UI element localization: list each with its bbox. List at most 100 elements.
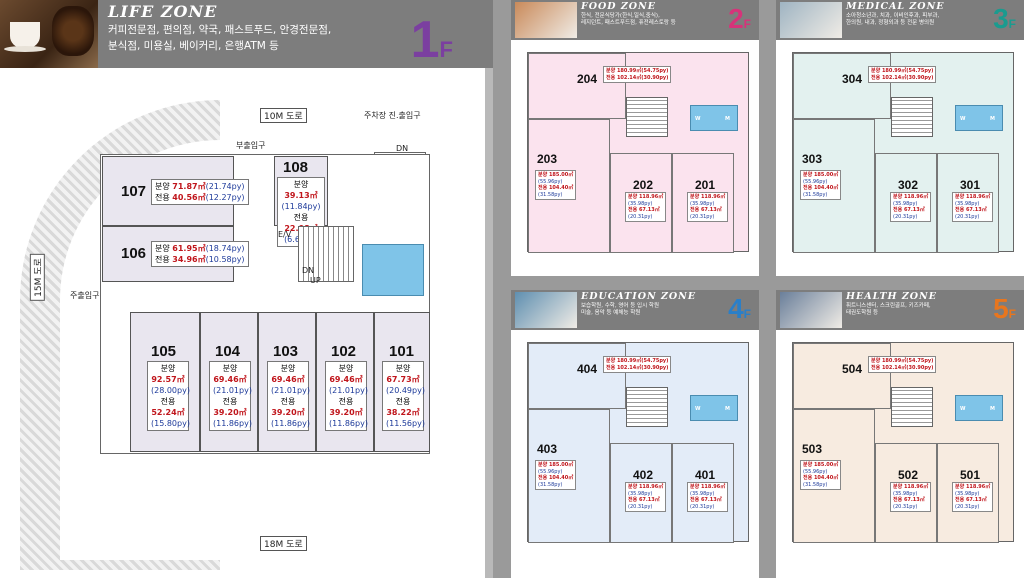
zone-title: HEALTH ZONE	[846, 291, 937, 302]
unit-info: 분양 180.99㎡(54.75py)전용 102.14㎡(30.90py)	[603, 66, 672, 83]
unit-105[interactable]: 105 분양 92.57㎡ (28.00py) 전용 52.24㎡ (15.80…	[130, 312, 200, 452]
unit-info: 분양 118.96㎡(35.98py)전용 67.13㎡(20.31py)	[890, 482, 932, 512]
unit-101-info: 분양 67.73㎡ (20.49py) 전용 38.22㎡ (11.56py)	[382, 361, 425, 431]
unit-info: 분양 185.00㎡(55.96py)전용 104.40㎡(31.58py)	[535, 170, 577, 200]
unit-103[interactable]: 103 분양 69.46㎡ (21.01py) 전용 39.20㎡ (11.86…	[258, 312, 316, 452]
main-entrance-label: 주출입구	[70, 291, 100, 300]
stair-core	[626, 387, 668, 427]
unit-104[interactable]: 104 분양 69.46㎡ (21.01py) 전용 39.20㎡ (11.86…	[200, 312, 258, 452]
parking-entrance-label: 주차장 진.출입구	[364, 111, 421, 120]
zone-title: FOOD ZONE	[581, 1, 656, 12]
zone-description: 커피전문점, 편의점, 약국, 패스트푸드, 안경전문점, 분식점, 미용실, …	[108, 24, 332, 53]
unit-106[interactable]: 106 분양 61.95㎡(18.74py) 전용 34.96㎡(10.58py…	[102, 226, 249, 282]
floor-number: 3F	[993, 3, 1016, 34]
zone-photo	[515, 2, 577, 38]
floor-1-panel: LIFE ZONE 커피전문점, 편의점, 약국, 패스트푸드, 안경전문점, …	[0, 0, 493, 578]
zone-photo	[780, 2, 842, 38]
unit-info: 분양 118.96㎡(35.98py)전용 67.13㎡(20.31py)	[890, 192, 932, 222]
unit-info: 분양 180.99㎡(54.75py)전용 102.14㎡(30.90py)	[868, 356, 937, 373]
unit-101[interactable]: 101 분양 67.73㎡ (20.49py) 전용 38.22㎡ (11.56…	[374, 312, 430, 452]
coffee-photo	[0, 0, 98, 68]
unit-info: 분양 118.96㎡(35.98py)전용 67.13㎡(20.31py)	[952, 192, 994, 222]
zone-title: LIFE ZONE	[108, 2, 218, 21]
zone-description: 소아청소년과, 치과, 이비인후과, 피부과,한의원, 내과, 정형외과 등 전…	[846, 13, 940, 27]
stair-up-label: UP	[310, 276, 321, 285]
restroom-area	[362, 244, 424, 296]
unit-108[interactable]: 108 분양 39.13㎡ (11.84py) 전용 22.08㎡ (6.68p…	[274, 156, 328, 247]
zone-title: MEDICAL ZONE	[846, 1, 945, 12]
stair-dn-label: DN	[302, 266, 315, 275]
unit-107[interactable]: 107 분양 71.87㎡(21.74py) 전용 40.56㎡(12.27py…	[102, 156, 249, 226]
unit-103-info: 분양 69.46㎡ (21.01py) 전용 39.20㎡ (11.86py)	[267, 361, 310, 431]
unit-info: 분양 118.96㎡(35.98py)전용 67.13㎡(20.31py)	[687, 482, 729, 512]
floor-number: 5F	[993, 293, 1016, 324]
ramp-dn-label: DN	[396, 144, 409, 153]
unit-102-info: 분양 69.46㎡ (21.01py) 전용 39.20㎡ (11.86py)	[325, 361, 368, 431]
zone-description: 휘트니스센터, 스크린골프, 키즈카페,태권도학원 등	[846, 303, 931, 317]
unit-info: 분양 118.96㎡(35.98py)전용 67.13㎡(20.31py)	[625, 482, 667, 512]
unit-info: 분양 185.00㎡(55.96py)전용 104.40㎡(31.58py)	[800, 170, 842, 200]
zone-photo	[515, 292, 577, 328]
unit-info: 분양 180.99㎡(54.75py)전용 102.14㎡(30.90py)	[868, 66, 937, 83]
floor-1-site-map: 10M 도로 15M 도로 18M 도로 주차장 진.출입구 부출입구 주출입구…	[12, 80, 482, 570]
stair-core	[626, 97, 668, 137]
panel-edge	[485, 68, 493, 578]
zone-photo	[780, 292, 842, 328]
unit-106-info: 분양 61.95㎡(18.74py) 전용 34.96㎡(10.58py)	[151, 241, 249, 267]
unit-info: 분양 118.96㎡(35.98py)전용 67.13㎡(20.31py)	[625, 192, 667, 222]
unit-info: 분양 185.00㎡(55.96py)전용 104.40㎡(31.58py)	[800, 460, 842, 490]
floor-number: 2F	[728, 3, 751, 34]
elevator-label: E/V	[278, 230, 292, 239]
road-bottom-label: 18M 도로	[260, 536, 307, 551]
unit-105-info: 분양 92.57㎡ (28.00py) 전용 52.24㎡ (15.80py)	[147, 361, 190, 431]
unit-info: 분양 118.96㎡(35.98py)전용 67.13㎡(20.31py)	[687, 192, 729, 222]
road-top-label: 10M 도로	[260, 108, 307, 123]
unit-info: 분양 180.99㎡(54.75py)전용 102.14㎡(30.90py)	[603, 356, 672, 373]
unit-info: 분양 185.00㎡(55.96py)전용 104.40㎡(31.58py)	[535, 460, 577, 490]
sub-entrance-label: 부출입구	[236, 141, 266, 150]
coffee-beans-icon	[52, 6, 94, 56]
unit-104-info: 분양 69.46㎡ (21.01py) 전용 39.20㎡ (11.86py)	[209, 361, 252, 431]
road-left-label: 15M 도로	[29, 254, 45, 301]
unit-102[interactable]: 102 분양 69.46㎡ (21.01py) 전용 39.20㎡ (11.86…	[316, 312, 374, 452]
central-stair	[298, 226, 354, 282]
floor-1-header: LIFE ZONE 커피전문점, 편의점, 약국, 패스트푸드, 안경전문점, …	[0, 0, 493, 68]
unit-107-info: 분양 71.87㎡(21.74py) 전용 40.56㎡(12.27py)	[151, 179, 249, 205]
stair-core	[891, 387, 933, 427]
zone-title: EDUCATION ZONE	[581, 291, 697, 302]
zone-description: 한식, 전문식당가(한식,일식,중식),레지던트, 패스트푸드점, 퓨전레스토랑…	[581, 13, 676, 27]
